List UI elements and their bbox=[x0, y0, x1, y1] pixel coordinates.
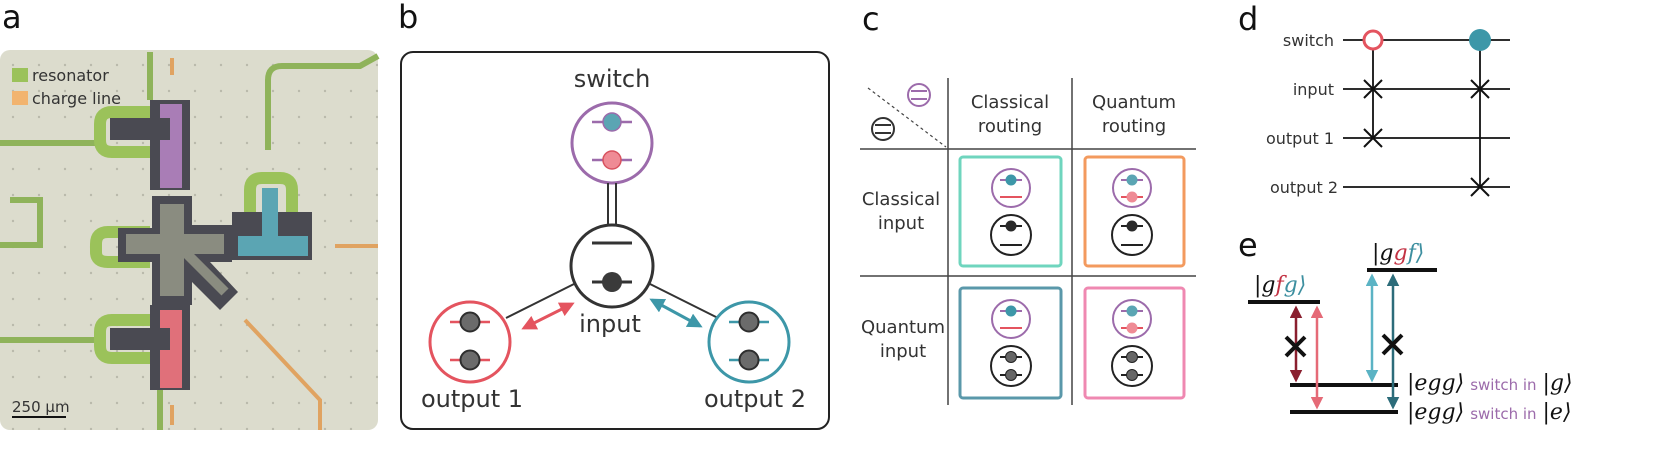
blocked-transition-crosses bbox=[1284, 333, 1404, 358]
row-header-classical-line2: input bbox=[878, 213, 924, 234]
input-icon bbox=[871, 117, 895, 141]
row-header-quantum-line1: Quantum bbox=[861, 317, 945, 338]
egg-g-state: |g⟩ bbox=[1543, 371, 1573, 396]
cell-quantum-classical bbox=[958, 286, 1063, 400]
egg-g-ket: |egg⟩ bbox=[1407, 371, 1464, 396]
level-gfg-label: |gfg⟩ bbox=[1254, 273, 1306, 298]
legend-swatch-charge-line bbox=[12, 91, 28, 105]
resonator-couplers bbox=[90, 106, 298, 364]
ggf-mid: g bbox=[1394, 241, 1408, 266]
switch-label: switch bbox=[574, 65, 651, 93]
input-output1-coupling bbox=[505, 283, 575, 319]
col-header-quantum-line1: Quantum bbox=[1092, 92, 1176, 113]
output2-qubit-pad bbox=[238, 236, 308, 256]
panel-e: e |gfg⟩ |ggf⟩ |egg⟩switch in|g⟩ |egg⟩swi… bbox=[1238, 226, 1573, 425]
col-header-quantum-line2: routing bbox=[1102, 116, 1166, 137]
ggf-pre: |g bbox=[1372, 241, 1394, 266]
level-egg-e-label: |egg⟩ switch in |e⟩ bbox=[1407, 400, 1572, 425]
panel-letter-e: e bbox=[1238, 226, 1258, 264]
qubit-islands bbox=[110, 100, 312, 390]
legend-label-resonator: resonator bbox=[32, 66, 109, 85]
swap-crosses bbox=[1363, 79, 1490, 197]
panel-c: c Classical routing Quantum routing Clas… bbox=[860, 0, 1196, 405]
arrow-to-output2 bbox=[649, 298, 703, 328]
level-ggf-label: |ggf⟩ bbox=[1372, 241, 1424, 266]
gfg-pre: |g bbox=[1254, 273, 1276, 298]
input-qubit bbox=[569, 223, 655, 309]
egg-g-text: switch in bbox=[1470, 376, 1536, 394]
resonator-lines bbox=[0, 52, 380, 430]
switch-icon bbox=[907, 83, 931, 107]
switch-qubit-pad bbox=[160, 104, 182, 188]
col-header-classical-line1: Classical bbox=[971, 92, 1049, 113]
legend-swatch-resonator bbox=[12, 68, 28, 82]
egg-e-state: |e⟩ bbox=[1543, 400, 1572, 425]
arrow-to-output1 bbox=[521, 302, 575, 330]
wire-label-input: input bbox=[1293, 80, 1334, 99]
legend-label-charge-line: charge line bbox=[32, 89, 121, 108]
panel-letter-b: b bbox=[398, 0, 418, 36]
cell-classical-quantum bbox=[1083, 155, 1186, 268]
panel-letter-a: a bbox=[2, 0, 22, 36]
wire-label-switch: switch bbox=[1283, 31, 1334, 50]
panel-b: b switch input output 1 output 2 bbox=[398, 0, 830, 430]
row-header-classical-line1: Classical bbox=[862, 189, 940, 210]
ggf-post: f⟩ bbox=[1406, 241, 1425, 266]
open-control-dot bbox=[1362, 29, 1384, 51]
cell-quantum-quantum bbox=[1083, 286, 1186, 400]
row-header-quantum-line2: input bbox=[880, 341, 926, 362]
panel-a: a bbox=[0, 0, 380, 430]
panel-letter-d: d bbox=[1238, 0, 1258, 38]
col-header-classical-line2: routing bbox=[978, 116, 1042, 137]
wire-label-output1: output 1 bbox=[1266, 129, 1334, 148]
cell-classical-classical bbox=[958, 155, 1063, 268]
egg-e-ket: |egg⟩ bbox=[1407, 400, 1464, 425]
panel-letter-c: c bbox=[862, 0, 880, 38]
wire-label-output2: output 2 bbox=[1270, 178, 1338, 197]
closed-control-dot bbox=[1469, 29, 1491, 51]
scale-bar-label: 250 µm bbox=[12, 398, 70, 416]
panel-d: d switch input output 1 output 2 bbox=[1238, 0, 1510, 197]
gfg-post: g⟩ bbox=[1284, 273, 1307, 298]
circuit-wires bbox=[1343, 39, 1510, 188]
egg-e-text: switch in bbox=[1470, 405, 1536, 423]
charge-lines bbox=[170, 58, 378, 430]
output2-label: output 2 bbox=[704, 385, 806, 413]
input-label: input bbox=[579, 310, 641, 338]
output1-label: output 1 bbox=[421, 385, 523, 413]
level-egg-g-label: |egg⟩ switch in |g⟩ bbox=[1407, 371, 1573, 396]
